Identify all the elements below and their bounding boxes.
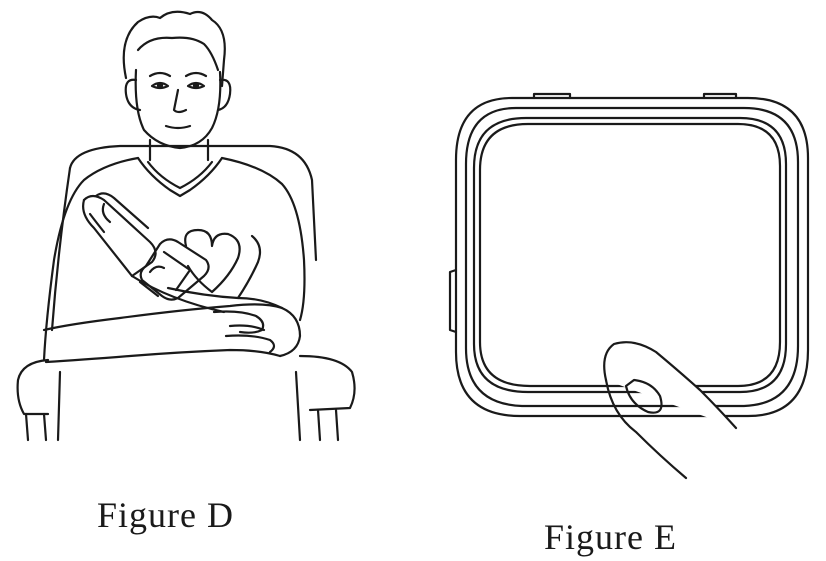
chair-back (50, 144, 318, 332)
device-screen (472, 116, 788, 394)
pointing-finger (603, 341, 738, 480)
folded-arm (42, 303, 284, 332)
raised-forearm (130, 274, 226, 314)
hair (122, 10, 226, 88)
hand-on-chest (82, 194, 157, 278)
shirt-torso (42, 156, 140, 362)
heart-icon (184, 228, 241, 294)
side-button (448, 268, 458, 334)
hair-lines (136, 36, 220, 72)
chair-armrest-right (298, 354, 356, 442)
ear-left (124, 78, 142, 112)
figure-d-illustration (16, 10, 356, 442)
shirt-collar (136, 156, 224, 198)
eye-left (150, 81, 170, 90)
ear-right (216, 78, 232, 112)
eye-right (186, 81, 206, 90)
figure-e-illustration (448, 92, 810, 480)
mouth (164, 124, 192, 130)
nose (172, 88, 188, 114)
wrist-blood-pressure-monitor (138, 238, 210, 301)
device-outline (454, 96, 810, 418)
figure-e-caption: Figure E (544, 517, 677, 557)
chair-armrest-left (16, 358, 50, 442)
face (134, 68, 222, 150)
supporting-hand (212, 310, 265, 334)
figure-d-caption: Figure D (97, 495, 234, 535)
